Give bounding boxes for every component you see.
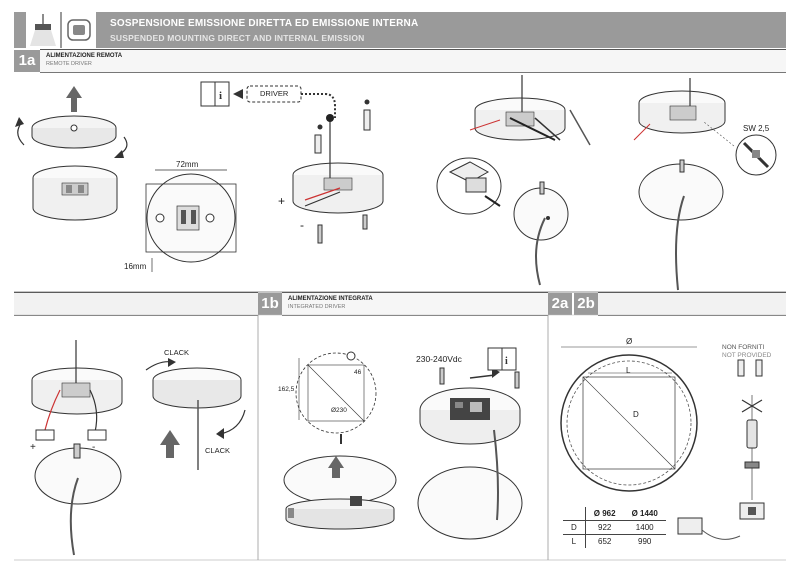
page-subtitle: SUSPENDED MOUNTING DIRECT AND INTERNAL E… <box>110 33 365 43</box>
arrow-up-icon <box>328 456 344 478</box>
l-dimension-label: L <box>626 366 631 375</box>
hex-key-size-label: SW 2,5 <box>743 124 770 133</box>
dimension-162-label: 162,5 <box>278 386 295 393</box>
section-badge-2b: 2b <box>574 293 598 315</box>
diameter-230-label: Ø230 <box>331 407 347 414</box>
minus-polarity-label: - <box>300 218 304 232</box>
arrow-up-icon <box>66 86 82 112</box>
section-title-it: ALIMENTAZIONE REMOTA <box>46 53 123 59</box>
accessories-drawing <box>677 359 765 540</box>
driver-connection-drawing: i <box>200 81 384 244</box>
dimension-46-label: 46 <box>354 369 362 376</box>
pendant-lamp-icon <box>26 12 60 48</box>
clack-closing-drawing <box>145 358 246 470</box>
section-bar-right <box>598 292 786 316</box>
non-forniti-label: NON FORNITI <box>722 344 765 351</box>
section-title-it: ALIMENTAZIONE INTEGRATA <box>288 296 373 302</box>
terminal-wiring-drawing <box>31 340 123 556</box>
section-bar-1a: ALIMENTAZIONE REMOTA REMOTE DRIVER <box>40 49 786 73</box>
voltage-label: 230-240Vdc <box>416 354 462 364</box>
svg-text:i: i <box>219 90 222 102</box>
table-row: D 922 1400 <box>563 520 666 535</box>
plus-polarity-label: + <box>278 194 286 208</box>
d-dimension-label: D <box>633 410 639 419</box>
section-bar-left <box>14 292 258 316</box>
svg-text:i: i <box>505 356 508 367</box>
section-bar-1b: ALIMENTAZIONE INTEGRATA INTEGRATED DRIVE… <box>282 292 548 316</box>
clack-label-top: CLACK <box>164 348 190 357</box>
driver-label: DRIVER <box>260 89 289 98</box>
height-dimension-label: 16mm <box>124 262 147 271</box>
minus-polarity-label-2: - <box>92 442 96 453</box>
section-badge-1a: 1a <box>14 50 40 72</box>
hex-key-locking-drawing <box>633 78 777 291</box>
plus-polarity-label-2: + <box>30 442 36 453</box>
dimension-table: Ø 962 Ø 1440 D 922 1400 L 652 990 <box>563 507 666 548</box>
mounting-template-drawing <box>295 351 377 434</box>
ceiling-layout-drawing <box>560 346 698 492</box>
canopy-assembly-drawing <box>283 434 397 530</box>
header-bar: SOSPENSIONE EMISSIONE DIRETTA ED EMISSIO… <box>14 12 786 48</box>
base-dimension-drawing <box>145 169 237 272</box>
cable-connector-drawing <box>436 75 591 286</box>
not-provided-label: NOT PROVIDED <box>722 352 772 359</box>
section-badge-1b: 1b <box>258 293 282 315</box>
ceiling-lamp-icon <box>62 12 96 48</box>
section-title-en: INTEGRATED DRIVER <box>288 304 346 310</box>
table-header-row: Ø 962 Ø 1440 <box>563 507 666 521</box>
arrow-up-icon <box>160 430 180 458</box>
width-dimension-label: 72mm <box>176 160 199 169</box>
canopy-removal-drawing <box>15 86 128 221</box>
page-title: SOSPENSIONE EMISSIONE DIRETTA ED EMISSIO… <box>110 18 419 29</box>
clack-label-bottom: CLACK <box>205 446 231 455</box>
section-title-en: REMOTE DRIVER <box>46 61 92 67</box>
integrated-driver-canopy-drawing: i <box>417 347 523 540</box>
section-badge-2a: 2a <box>548 293 572 315</box>
diameter-symbol-label: Ø <box>626 337 633 346</box>
table-row: L 652 990 <box>563 534 666 548</box>
